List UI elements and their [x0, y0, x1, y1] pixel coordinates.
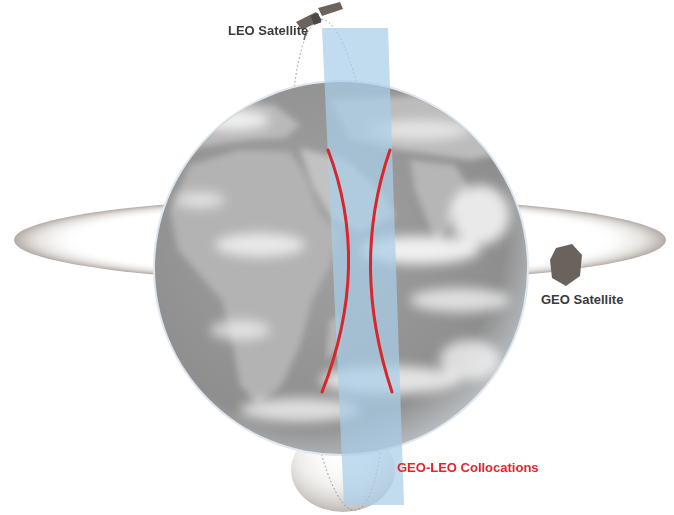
collocation-curves: [322, 150, 392, 392]
geo-satellite: [550, 244, 582, 286]
leo-swath: [322, 28, 404, 505]
satellite-label: LEO Satellite: [228, 23, 308, 39]
collocation-label: GEO-LEO Collocations: [397, 460, 539, 476]
satellite-label: GEO Satellite: [541, 292, 623, 308]
europe: [175, 100, 300, 150]
